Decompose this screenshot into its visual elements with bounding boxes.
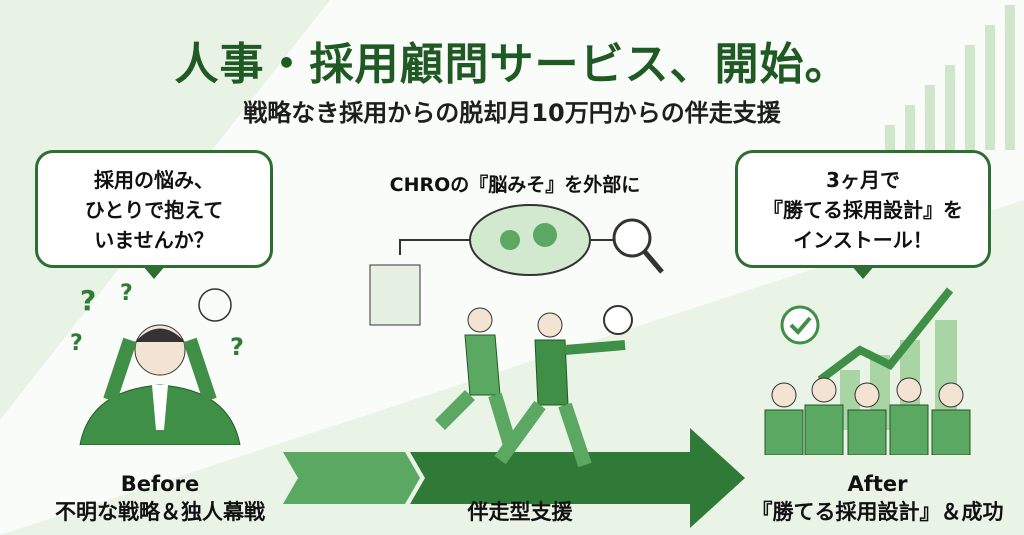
- question-mark-icon: ?: [120, 281, 133, 306]
- worried-person-illustration: ? ? ? ?: [70, 281, 244, 445]
- tangle-icon: [198, 288, 232, 322]
- gear-icon: [533, 223, 557, 247]
- map-scroll-icon: [369, 264, 421, 326]
- question-mark-icon: ?: [80, 284, 96, 317]
- before-label: Before: [120, 472, 200, 496]
- bubble-line: 3ヶ月で: [826, 168, 900, 192]
- after-label: After: [847, 472, 908, 496]
- bubble-line: 『勝てる採用設計』を: [763, 198, 963, 222]
- before-caption: 不明な戦略＆独人幕戦: [55, 500, 265, 524]
- question-mark-icon: ?: [70, 331, 83, 356]
- question-mark-icon: ?: [230, 333, 244, 361]
- bubble-line: 採用の悩み、: [94, 168, 214, 192]
- check-icon: [780, 305, 820, 345]
- after-section: After 『勝てる採用設計』＆成功: [735, 470, 1020, 526]
- middle-heading: CHROの『脳みそ』を外部に: [389, 174, 641, 196]
- middle-caption: 伴走型支援: [467, 500, 573, 524]
- bubble-line: インストール！: [793, 228, 933, 252]
- running-people-illustration: [435, 305, 633, 468]
- after-caption: 『勝てる採用設計』＆成功: [751, 500, 1004, 524]
- magnifier-icon: [612, 218, 652, 258]
- brain-icon: [469, 204, 591, 276]
- arrow-segment-1: [283, 452, 420, 504]
- strategy-illustration: [369, 204, 664, 326]
- bubble-line: いませんか？: [94, 228, 214, 252]
- success-team-illustration: [764, 287, 971, 455]
- growth-arrow-icon: [817, 287, 954, 384]
- before-section: Before 不明な戦略＆独人幕戦: [40, 470, 280, 526]
- after-speech-bubble: 3ヶ月で 『勝てる採用設計』を インストール！: [735, 150, 991, 279]
- before-speech-bubble: 採用の悩み、 ひとりで抱えて いませんか？: [35, 150, 273, 279]
- page-subtitle: 戦略なき採用からの脱却月10万円からの伴走支援: [243, 99, 781, 127]
- page-title: 人事・採用顧問サービス、開始。: [174, 39, 850, 90]
- arrow-main: [410, 428, 745, 528]
- gear-icon: [500, 230, 520, 250]
- bubble-line: ひとりで抱えて: [84, 198, 224, 222]
- compass-icon: [603, 305, 633, 335]
